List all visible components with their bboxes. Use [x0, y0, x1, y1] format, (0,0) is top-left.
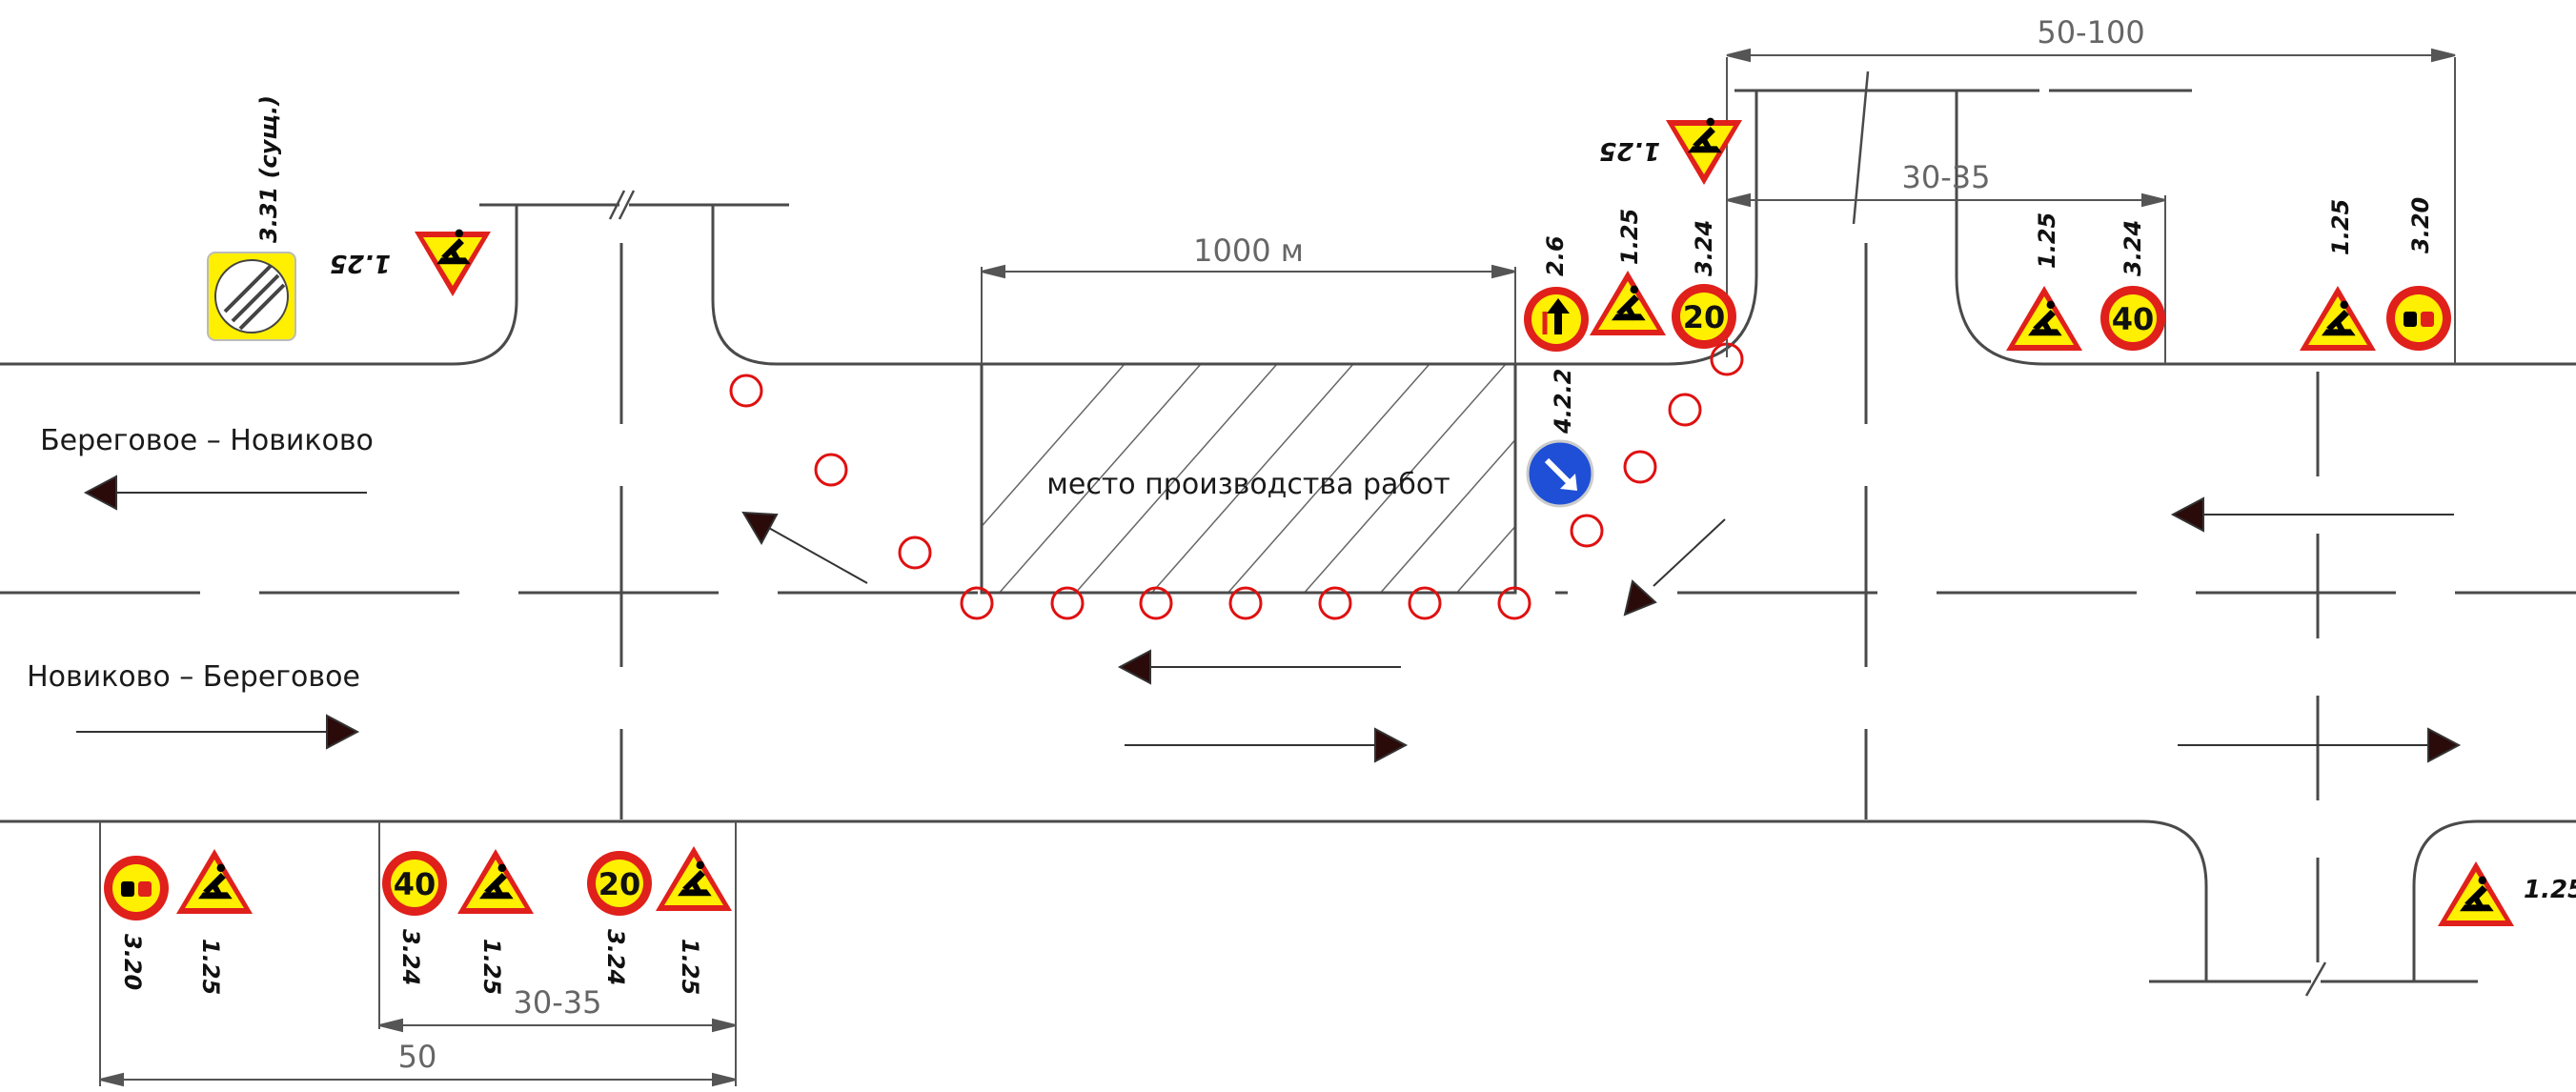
traffic-cone — [729, 374, 763, 408]
sign-code-speed-limit: 3.24 — [397, 929, 424, 985]
arrow-left-icon — [1117, 649, 1401, 685]
arrow-diagonal-icon — [1623, 518, 1726, 617]
traffic-cone — [1228, 586, 1263, 620]
sign-code-speed-limit: 3.24 — [1691, 220, 1717, 276]
direction-label-upper: Береговое – Новиково — [40, 424, 374, 457]
traffic-cone — [1139, 586, 1173, 620]
sign-code-end-restrictions: 3.31 (сущ.) — [255, 95, 282, 243]
work-zone: место производства работ — [980, 362, 1517, 595]
dim-work-zone-length: 1000 м — [1193, 233, 1304, 269]
traffic-cone — [960, 586, 994, 620]
arrow-diagonal-icon — [741, 511, 868, 584]
sign-code-speed-limit: 3.24 — [2120, 220, 2146, 276]
sign-code-priority-oncoming: 2.6 — [1542, 235, 1569, 276]
road-works-sign — [1590, 271, 1666, 335]
traffic-cone — [1668, 393, 1702, 427]
dim-bottom-short: 30-35 — [514, 984, 602, 1021]
sign-code-road-works: 1.25 — [677, 939, 703, 995]
sign-code-road-works: 1.25 — [330, 249, 391, 277]
road-works-sign — [2006, 286, 2082, 351]
road-works-sign — [415, 230, 491, 296]
road-works-sign — [2438, 861, 2514, 926]
sign-code-road-works: 1.25 — [1616, 209, 1643, 265]
arrow-right-icon — [1125, 727, 1409, 763]
sign-code-no-overtaking: 3.20 — [119, 934, 146, 990]
dimension-lines — [99, 48, 2456, 1087]
traffic-cone — [814, 453, 848, 487]
traffic-cone — [1408, 586, 1442, 620]
speed-limit-value: 40 — [2112, 301, 2155, 337]
end-restrictions-sign — [207, 252, 296, 341]
sign-code-road-works: 1.25 — [2327, 199, 2354, 255]
road-works-sign — [1666, 118, 1742, 185]
road-works-sign — [656, 846, 732, 911]
sign-code-speed-limit: 3.24 — [602, 929, 629, 985]
traffic-cone — [1570, 514, 1604, 548]
road-works-sign — [2300, 286, 2376, 351]
sign-code-road-works: 1.25 — [478, 939, 505, 995]
traffic-cones — [729, 342, 1744, 620]
direction-label-lower: Новиково – Береговое — [27, 660, 360, 694]
road-works-sign — [176, 849, 253, 914]
sign-code-road-works: 1.25 — [2034, 212, 2060, 269]
no-overtaking-sign — [2386, 286, 2451, 351]
road-edges — [0, 89, 2576, 983]
arrow-left-icon — [2170, 496, 2454, 533]
lane-markings — [0, 243, 2576, 972]
traffic-cone — [1623, 450, 1657, 484]
traffic-cone — [1497, 586, 1531, 620]
arrow-right-icon — [2178, 727, 2462, 763]
detour-sign — [1526, 439, 1594, 508]
break-marks — [608, 71, 2327, 997]
traffic-cone — [1050, 586, 1085, 620]
sign-code-road-works: 1.25 — [197, 939, 224, 995]
work-zone-label: место производства работ — [1046, 468, 1450, 501]
road-works-sign — [457, 849, 534, 914]
traffic-cone — [898, 536, 932, 570]
speed-limit-value: 40 — [394, 866, 436, 902]
dim-top-short: 30-35 — [1902, 159, 1991, 195]
dim-top-long: 50-100 — [2037, 14, 2144, 51]
priority-oncoming-sign — [1524, 287, 1589, 352]
arrow-right-icon — [76, 714, 360, 750]
dim-bottom-long: 50 — [398, 1039, 437, 1075]
traffic-cone — [1318, 586, 1352, 620]
sign-code-no-overtaking: 3.20 — [2407, 197, 2434, 253]
no-overtaking-sign — [104, 856, 169, 920]
sign-code-detour: 4.2.2 — [1550, 369, 1576, 435]
sign-code-road-works: 1.25 — [2524, 876, 2576, 904]
speed-limit-value: 20 — [1683, 299, 1726, 335]
speed-limit-value: 20 — [598, 866, 641, 902]
arrow-left-icon — [83, 475, 367, 511]
sign-code-road-works: 1.25 — [1599, 136, 1660, 165]
traffic-arrows — [76, 475, 2462, 763]
